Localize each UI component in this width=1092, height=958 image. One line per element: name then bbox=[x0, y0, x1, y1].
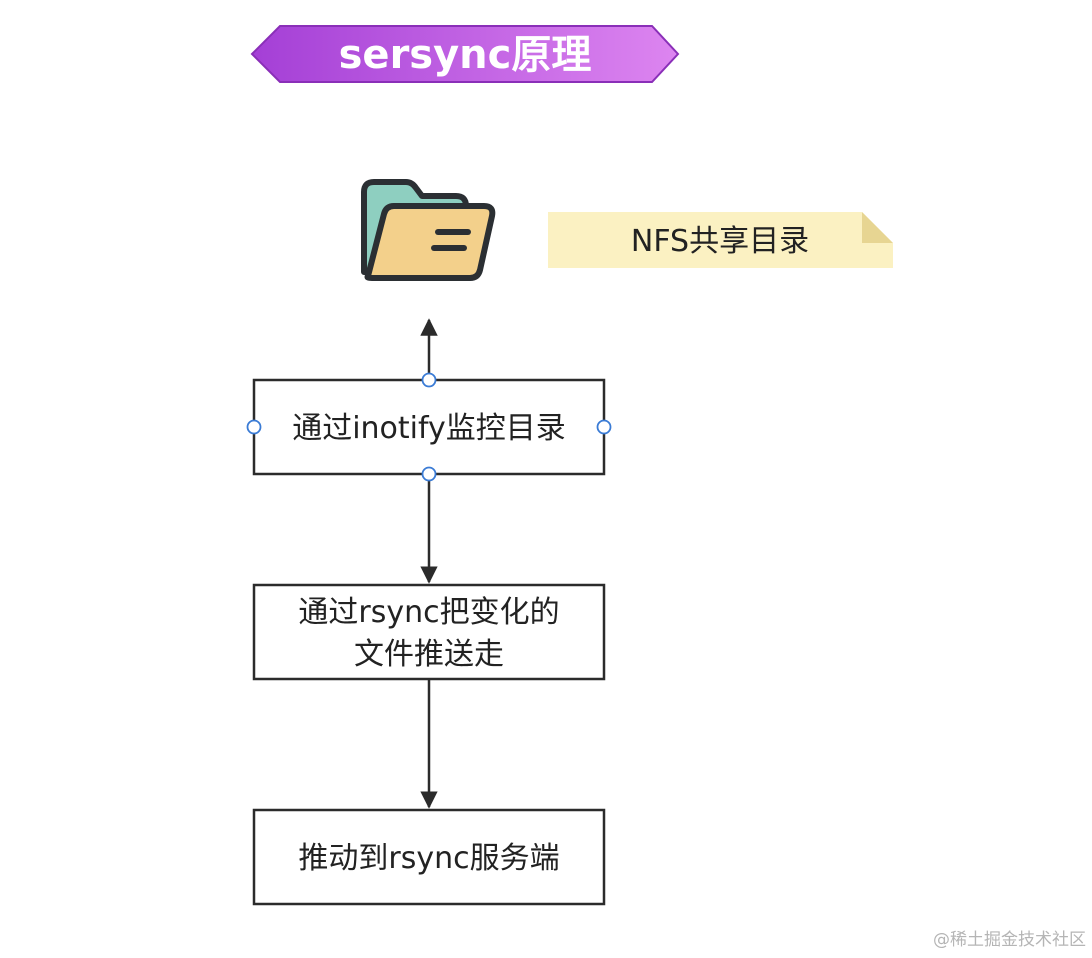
selection-handles[interactable] bbox=[246, 372, 612, 482]
node-rsync-push[interactable]: 通过rsync把变化的 文件推送走 bbox=[252, 583, 606, 681]
handle-right[interactable] bbox=[596, 419, 612, 435]
node-rsync-server[interactable]: 推动到rsync服务端 bbox=[252, 808, 606, 906]
note-label: NFS共享目录 bbox=[631, 224, 809, 259]
handle-bottom[interactable] bbox=[421, 466, 437, 482]
diagram-title: sersync原理 bbox=[339, 32, 592, 78]
node-label: 推动到rsync服务端 bbox=[298, 841, 559, 876]
watermark: @稀土掘金技术社区 bbox=[933, 930, 1086, 950]
node-inotify-monitor[interactable]: 通过inotify监控目录 bbox=[252, 378, 606, 476]
handle-top[interactable] bbox=[421, 372, 437, 388]
folder-icon bbox=[361, 179, 496, 281]
title-banner: sersync原理 bbox=[250, 25, 680, 83]
node-label: 通过inotify监控目录 bbox=[292, 411, 566, 446]
note-nfs-share: NFS共享目录 bbox=[548, 212, 893, 268]
node-label-line-2: 文件推送走 bbox=[354, 637, 504, 672]
node-label-line-1: 通过rsync把变化的 bbox=[298, 595, 559, 630]
handle-left[interactable] bbox=[246, 419, 262, 435]
